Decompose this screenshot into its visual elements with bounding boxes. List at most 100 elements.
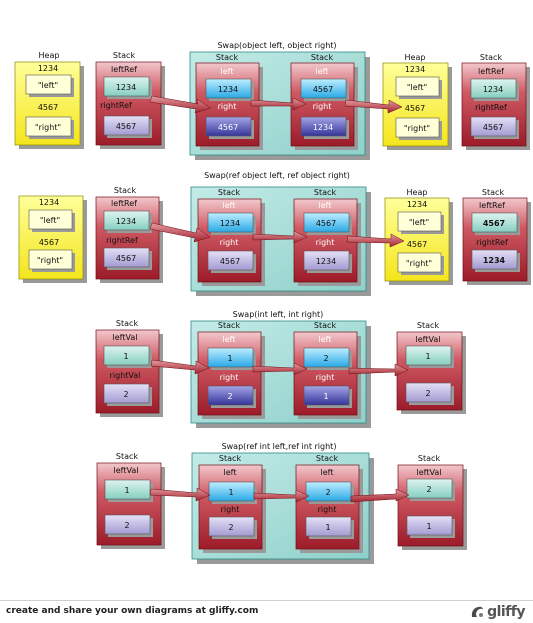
arrow-icon <box>252 230 308 244</box>
memory-diagram: Swap(object left, object right) Heap 123… <box>14 41 531 564</box>
heap-object <box>395 76 440 97</box>
stack-title: Stack <box>316 454 339 463</box>
stack-cell-value: 2 <box>227 392 232 401</box>
stack-cell-value: 4567 <box>483 123 503 132</box>
heap-object <box>397 252 442 273</box>
stack-cell-value: 2 <box>426 485 431 494</box>
stack-cell-value: 4567 <box>116 254 136 263</box>
stack-cell-value: 1234 <box>116 217 136 226</box>
stack-cell <box>303 385 350 406</box>
swap-title: Swap(object left, object right) <box>217 41 336 50</box>
row-4: Swap(ref int left,ref int right) Stack l… <box>96 442 467 564</box>
row-3: Swap(int left, int right) Stack leftVal … <box>95 310 466 428</box>
stack-cell-value: 1234 <box>116 83 136 92</box>
stack-cell <box>405 345 452 366</box>
heap-object <box>28 209 73 230</box>
stack-cell <box>208 481 255 502</box>
heap-address: 1234 <box>407 200 427 209</box>
stack-cell-value: 4567 <box>218 123 238 132</box>
row-1: Swap(object left, object right) Heap 123… <box>14 41 530 160</box>
stack-title: Stack <box>114 186 137 195</box>
stack-cell-value: 2 <box>124 521 129 530</box>
stack-variable-label: leftVal <box>416 335 441 344</box>
stack-cell-value: 4567 <box>220 257 240 266</box>
stack-title: Stack <box>116 319 139 328</box>
stack-cell <box>305 481 352 502</box>
logo-text: gliffy <box>487 604 525 620</box>
heap-address: 4567 <box>38 103 58 112</box>
heap-object-value: "left" <box>407 83 427 92</box>
stack-cell <box>103 383 150 404</box>
stack-title: Stack <box>314 321 337 330</box>
stack-title: Stack <box>218 188 241 197</box>
stack-cell <box>103 247 150 268</box>
stack-variable-label: right <box>316 238 335 247</box>
stack-title: Stack <box>311 53 334 62</box>
stack-cell <box>303 347 350 368</box>
heap-object <box>25 74 72 95</box>
stack-cell <box>406 478 453 499</box>
stack-cell <box>207 212 254 233</box>
stack-variable-label: right <box>218 102 237 111</box>
stack-cell <box>305 516 352 537</box>
heap-object-value: "left" <box>409 218 429 227</box>
heap-object <box>25 116 72 137</box>
heap-title: Heap <box>39 51 60 60</box>
stack-cell-value: 2 <box>323 354 328 363</box>
stack-cell <box>103 115 150 136</box>
heap-object-value: "right" <box>35 123 61 132</box>
stack-cell-value: 1234 <box>316 257 336 266</box>
stack-cell-value: 1234 <box>313 123 333 132</box>
stack-cell-value: 1 <box>227 354 232 363</box>
heap-address: 4567 <box>407 240 427 249</box>
heap-address: 4567 <box>39 238 59 247</box>
stack-cell-value: 4567 <box>316 219 336 228</box>
arrow-icon <box>150 359 210 375</box>
heap-address: 4567 <box>405 104 425 113</box>
stack-cell-value: 1234 <box>220 219 240 228</box>
arrow-icon <box>346 233 405 248</box>
stack-cell-value: 2 <box>228 523 233 532</box>
footer-link[interactable]: create and share your own diagrams at gl… <box>6 606 259 616</box>
stack-cell <box>470 78 517 99</box>
stack-cell <box>103 345 150 366</box>
stack-cell-value: 1234 <box>218 85 238 94</box>
stack-title: Stack <box>482 188 505 197</box>
stack-cell-value: 2 <box>425 389 430 398</box>
stack-variable-label: leftVal <box>114 466 139 475</box>
stack-variable-label: rightRef <box>475 103 507 112</box>
arrow-icon <box>344 99 403 114</box>
stack-variable-label: rightRef <box>106 236 138 245</box>
heap-title: Heap <box>405 53 426 62</box>
footer-bar: create and share your own diagrams at gl… <box>0 600 533 623</box>
stack-cell <box>207 385 254 406</box>
stack-cell <box>471 212 518 233</box>
stack-variable-label: right <box>220 238 239 247</box>
stack-variable-label: right <box>316 373 335 382</box>
arrow-icon <box>250 97 307 111</box>
arrow-icon <box>350 488 410 503</box>
stack-cell <box>207 347 254 368</box>
stack-cell <box>103 210 150 231</box>
heap-address: 1234 <box>405 65 425 74</box>
stack-cell <box>207 250 254 271</box>
stack-variable-label: left <box>223 335 236 344</box>
stack-cell-value: 1234 <box>483 85 503 94</box>
stack-title: Stack <box>480 53 503 62</box>
stack-cell <box>104 514 151 535</box>
stack-title: Stack <box>417 321 440 330</box>
stack-cell <box>104 479 151 500</box>
stack-variable-label: right <box>220 373 239 382</box>
stack-variable-label: left <box>221 67 234 76</box>
heap-address: 1234 <box>39 198 59 207</box>
heap-object <box>28 249 73 270</box>
stack-cell-value: 1 <box>124 486 129 495</box>
heap-object <box>395 117 440 138</box>
stack-cell-value: 1 <box>426 522 431 531</box>
gliffy-logo[interactable]: gliffy <box>469 603 525 621</box>
stack-cell <box>470 116 517 137</box>
heap-title: Heap <box>407 188 428 197</box>
heap-object-value: "right" <box>404 124 430 133</box>
stack-cell <box>300 78 347 99</box>
arrow-icon <box>348 363 409 377</box>
